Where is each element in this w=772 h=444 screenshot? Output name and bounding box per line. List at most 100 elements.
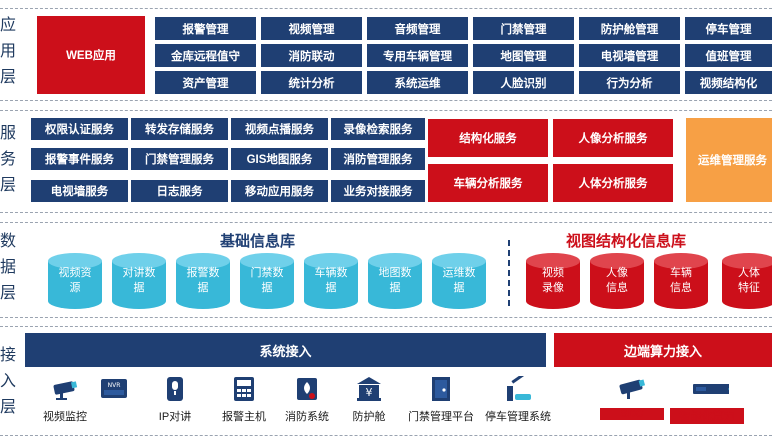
basic-db-label: 报警数 据	[186, 267, 220, 294]
app-module: 专用车辆管理	[367, 44, 468, 67]
app-module: 门禁管理	[473, 17, 574, 40]
basic-db-title: 基础信息库	[220, 233, 296, 250]
device-ip-intercom: IP对讲	[143, 376, 207, 424]
svg-text:¥: ¥	[366, 386, 373, 399]
app-module: 电视墙管理	[579, 44, 680, 67]
device-label: 防护舱	[352, 411, 386, 423]
struct-db-title: 视图结构化信息库	[566, 233, 687, 250]
service-box: 门禁管理服务	[131, 148, 228, 170]
data-layer: 数 据 层	[0, 222, 772, 318]
struct-db-label: 人体 特征	[738, 267, 760, 294]
basic-db-label: 车辆数 据	[314, 267, 348, 294]
alarm-host-icon	[234, 377, 254, 401]
service-box: GIS地图服务	[231, 148, 328, 170]
layer-label-app: 应 用 层	[0, 17, 17, 86]
analysis-service-box: 车辆分析服务	[428, 164, 548, 202]
device-alarm-host: 报警主机	[212, 376, 276, 424]
app-module: 防护舱管理	[579, 17, 680, 40]
app-module: 系统运维	[367, 71, 468, 94]
camera-icon	[53, 381, 78, 400]
app-module: 行为分析	[579, 71, 680, 94]
app-module: 消防联动	[261, 44, 362, 67]
struct-db-cylinder: 视频 录像	[524, 252, 582, 310]
sdc-camera-icon	[619, 379, 646, 399]
device-label: 消防系统	[285, 411, 329, 423]
service-box: 视频点播服务	[231, 118, 328, 140]
ops-service-box: 运维管理服务	[686, 118, 772, 202]
service-layer: 服 务 层	[0, 110, 772, 213]
struct-db-label: 车辆 信息	[670, 267, 692, 294]
struct-db-label: 人像 信息	[606, 267, 628, 294]
basic-db-cylinder: 报警数 据	[174, 252, 232, 310]
parking-barrier-icon	[507, 376, 531, 401]
service-box: 权限认证服务	[31, 118, 128, 140]
service-box: 业务对接服务	[331, 180, 425, 202]
device-label: 停车管理系统	[485, 411, 551, 423]
app-module: 人脸识别	[473, 71, 574, 94]
compute-server-icon	[693, 384, 729, 394]
service-box: 报警事件服务	[31, 148, 128, 170]
layer-label-access: 接 入 层	[0, 347, 17, 416]
basic-db-cylinder: 车辆数 据	[302, 252, 360, 310]
struct-db-label: 视频 录像	[542, 267, 564, 294]
basic-db-label: 地图数 据	[378, 267, 412, 294]
app-module: 地图管理	[473, 44, 574, 67]
basic-db-cylinder: 运维数 据	[430, 252, 488, 310]
service-box: 电视墙服务	[31, 180, 128, 202]
device-label: 报警主机	[222, 411, 266, 423]
analysis-service-box: 人体分析服务	[553, 164, 673, 202]
app-module: 资产管理	[155, 71, 256, 94]
device-door-access: 门禁管理平台	[404, 376, 478, 424]
device-smart-compute: 智能化算力	[670, 376, 744, 424]
device-fire-system: 消防系统	[275, 376, 339, 424]
access-layer: 接 入 层	[0, 326, 772, 436]
app-module: 音频管理	[367, 17, 468, 40]
device-video-monitor: 视频监控	[33, 376, 97, 424]
door-access-icon	[432, 377, 450, 401]
layer-label-service: 服 务 层	[0, 125, 17, 194]
app-module: 视频结构化	[685, 71, 772, 94]
application-layer: 应 用 层	[0, 8, 772, 101]
device-label: 门禁管理平台	[408, 411, 474, 423]
basic-db-cylinder: 地图数 据	[366, 252, 424, 310]
service-box: 日志服务	[131, 180, 228, 202]
basic-db-cylinder: 对讲数 据	[110, 252, 168, 310]
basic-db-label: 运维数 据	[442, 267, 476, 294]
app-module: 统计分析	[261, 71, 362, 94]
service-box: 转发存储服务	[131, 118, 228, 140]
struct-db-cylinder: 人体 特征	[720, 252, 772, 310]
device-label: SDC	[600, 408, 664, 420]
device-parking: 停车管理系统	[481, 376, 555, 424]
device-nvr: NVR	[82, 376, 146, 408]
service-box: 移动应用服务	[231, 180, 328, 202]
nvr-icon: NVR	[101, 379, 127, 398]
app-module: 视频管理	[261, 17, 362, 40]
device-sdc: SDC	[600, 376, 664, 420]
app-module: 金库远程值守	[155, 44, 256, 67]
edge-access-bar: 边端算力接入	[554, 333, 772, 367]
basic-db-label: 对讲数 据	[122, 267, 156, 294]
device-protection-cabin: ¥ 防护舱	[337, 376, 401, 424]
app-module: 报警管理	[155, 17, 256, 40]
system-access-bar: 系统接入	[25, 333, 546, 367]
service-box: 消防管理服务	[331, 148, 425, 170]
web-app-box: WEB应用	[37, 16, 145, 94]
struct-db-cylinder: 人像 信息	[588, 252, 646, 310]
device-label: IP对讲	[158, 411, 192, 423]
layer-label-data: 数 据 层	[0, 233, 17, 302]
device-label: 智能化算力	[670, 408, 744, 424]
device-label: 视频监控	[43, 411, 87, 423]
fire-system-icon	[297, 378, 317, 400]
service-box: 录像检索服务	[331, 118, 425, 140]
bank-vault-icon: ¥	[357, 377, 381, 401]
nvr-badge: NVR	[108, 382, 121, 389]
struct-db-cylinder: 车辆 信息	[652, 252, 710, 310]
basic-db-label: 门禁数 据	[250, 267, 284, 294]
analysis-service-box: 人像分析服务	[553, 119, 673, 157]
app-module: 值班管理	[685, 44, 772, 67]
data-layer-divider	[508, 240, 510, 306]
basic-db-label: 视频资 源	[58, 267, 92, 294]
app-module: 停车管理	[685, 17, 772, 40]
analysis-service-box: 结构化服务	[428, 119, 548, 157]
basic-db-cylinder: 门禁数 据	[238, 252, 296, 310]
